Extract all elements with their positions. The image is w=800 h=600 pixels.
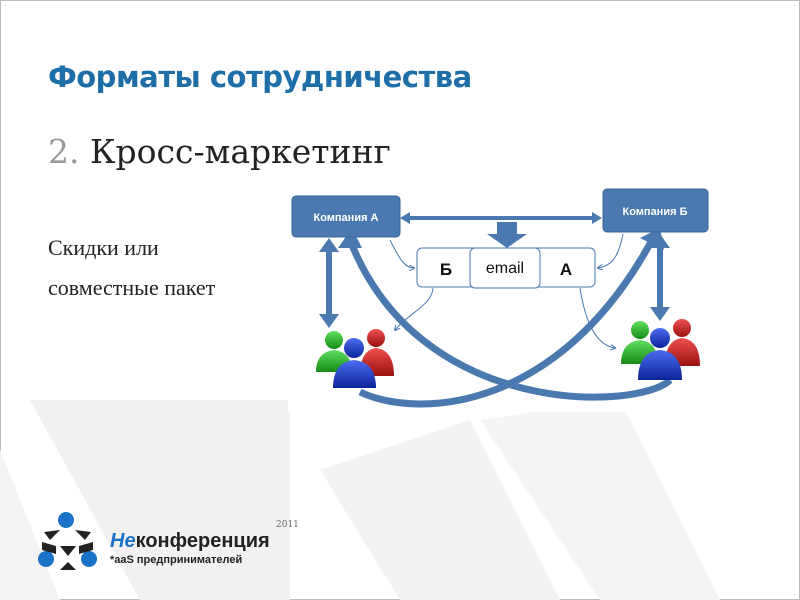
email-cell [469,247,541,289]
subtitle-text: Кросс-маркетинг [90,132,391,171]
company-b-box [602,188,709,233]
logo-name-rest: конференция [135,530,270,552]
body-line: совместные пакет [48,275,216,300]
down-arrow [487,222,527,248]
logo-tagline: *aaS предпринимателей [110,554,243,566]
cell-a: А [560,260,572,279]
slide-subtitle: 2. Кросс-маркетинг [48,132,391,171]
cell-email: email [486,260,524,277]
customers-b-icon [621,319,700,380]
curve-arrow-a-to-b [358,238,656,408]
curve-arrow-b-to-a [346,238,673,401]
customers-a-icon [316,329,394,388]
body-line: Скидки или [48,235,159,260]
logo-name-prefix: Не [110,530,136,552]
slide-body: Скидки или совместные пакет [48,228,215,308]
subtitle-number: 2. [48,132,80,171]
company-a-label: Компания А [313,212,378,224]
company-a-box [291,195,401,238]
slide-title: Форматы сотрудничества [48,60,472,94]
cell-b: Б [440,260,452,279]
cross-marketing-diagram: Компания А Компания Б Б email А [288,182,718,412]
conference-logo-icon [38,512,97,570]
company-b-label: Компания Б [623,206,688,218]
logo-year: 2011 [276,520,299,530]
logo-name: Неконференция [110,531,270,551]
